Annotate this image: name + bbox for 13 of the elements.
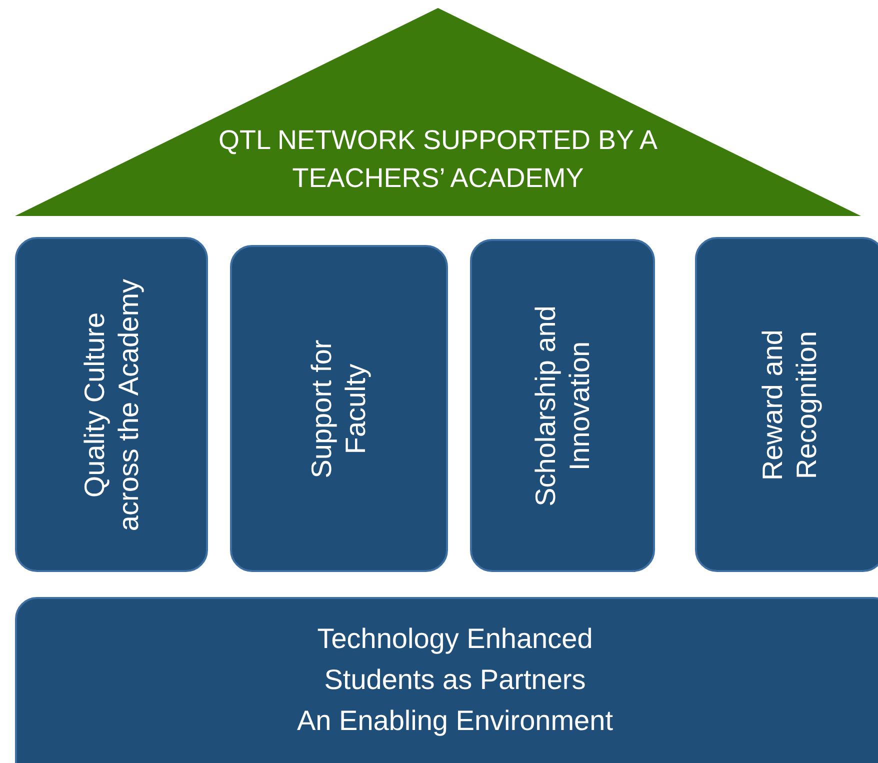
pillar-box <box>230 245 448 572</box>
foundation-text: Technology Enhanced <box>317 622 593 656</box>
pillar-label: Support for Faculty <box>305 338 372 480</box>
foundation-box <box>15 597 878 763</box>
pillar-label: Scholarship and Innovation <box>528 304 596 508</box>
pillar-label: Quality Culture across the Academy <box>78 277 145 533</box>
pillar-box <box>15 237 208 572</box>
pillar-box <box>695 237 878 572</box>
pillar-box <box>470 239 655 572</box>
roof-title: QTL NETWORK SUPPORTED BY A TEACHERS’ ACADEMY <box>217 124 659 195</box>
pillar-label: Reward and Recognition <box>756 328 823 482</box>
foundation-text: An Enabling Environment <box>297 704 613 738</box>
foundation-text: Students as Partners <box>324 663 586 697</box>
